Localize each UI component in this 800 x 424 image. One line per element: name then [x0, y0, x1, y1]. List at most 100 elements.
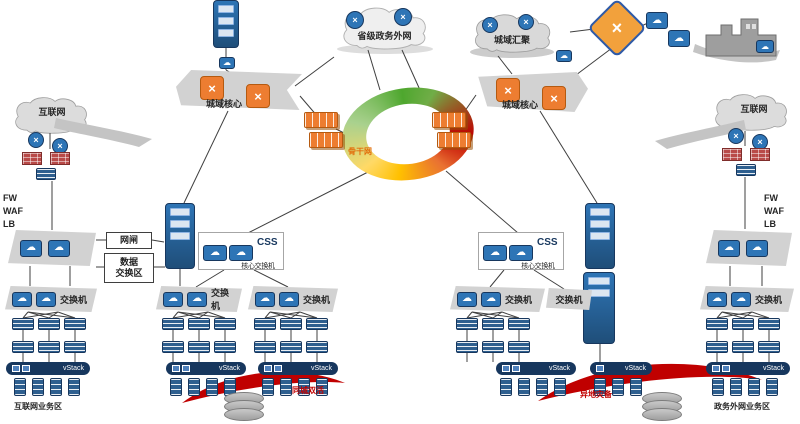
cloud-switch-icon: ☁	[203, 245, 227, 261]
switch-icon	[64, 341, 86, 353]
switch-icon	[706, 341, 728, 353]
vstack-node	[502, 365, 510, 372]
metro-core-band-left	[176, 70, 302, 110]
vstack-node	[182, 365, 190, 372]
cloud-switch-icon: ☁	[12, 291, 32, 307]
vstack-label: vStack	[762, 365, 784, 372]
server-icon	[500, 378, 512, 396]
vstack-node	[722, 365, 730, 372]
cloud-switch-icon: ☁	[481, 291, 501, 307]
switch-icon	[508, 318, 530, 330]
css-label: CSS	[537, 237, 558, 248]
core-switch-css-box-left: ☁ ☁ CSS 核心交换机	[198, 232, 284, 270]
transport-card-icon	[309, 132, 343, 148]
vstack-label: vStack	[62, 365, 84, 372]
cloud-switch-icon: ☁	[756, 40, 774, 53]
metro-aggregation-label: 城域汇聚	[493, 35, 530, 45]
switch-banner-label: 交换机	[505, 294, 533, 305]
router-puck-icon: ×	[482, 17, 498, 33]
switch-icon	[736, 164, 756, 176]
firewall-icon	[750, 148, 770, 161]
router-icon: ×	[496, 78, 520, 102]
switch-icon	[188, 318, 210, 330]
router-icon: ×	[542, 86, 566, 110]
switch-icon	[456, 318, 478, 330]
vstack-label: vStack	[218, 365, 240, 372]
transport-card-icon	[432, 112, 466, 128]
switch-banner-label: 交换机	[303, 294, 331, 305]
css-label: CSS	[257, 237, 278, 248]
cloud-switch-icon: ☁	[746, 239, 768, 257]
switch-icon	[732, 318, 754, 330]
server-icon	[50, 378, 62, 396]
server-icon	[554, 378, 566, 396]
vstack-label: vStack	[624, 365, 646, 372]
red-dr-arc-right	[538, 363, 762, 401]
switch-icon	[758, 341, 780, 353]
server-icon	[518, 378, 530, 396]
vstack-node	[12, 365, 20, 372]
vstack-node	[172, 365, 180, 372]
switch-icon	[456, 341, 478, 353]
tower-module	[590, 220, 610, 228]
cloud-switch-icon: ☁	[20, 239, 42, 257]
server-icon	[630, 378, 642, 396]
switch-banner-label: 交换机	[755, 294, 783, 305]
switch-banner: 交换机	[546, 288, 592, 310]
cloud-switch-icon: ☁	[36, 291, 56, 307]
tower-module	[218, 17, 234, 25]
tower-module	[590, 208, 610, 216]
tower-module	[170, 208, 190, 216]
provincial-extranet-label: 省级政务外网	[357, 31, 412, 41]
router-icon: ×	[246, 84, 270, 108]
cloud-switch-icon: ☁	[731, 291, 751, 307]
router-puck-icon: ×	[28, 132, 44, 148]
zone-label-right: 政务外网业务区	[714, 402, 770, 411]
core-switch-label: 核心交换机	[521, 263, 555, 270]
server-icon	[316, 378, 328, 396]
cloud-switch-icon: ☁	[163, 291, 183, 307]
vstack-node	[596, 365, 604, 372]
tower-module	[170, 220, 190, 228]
vstack-bar: vStack	[706, 362, 790, 375]
switch-icon	[758, 318, 780, 330]
switch-icon	[38, 341, 60, 353]
server-icon	[730, 378, 742, 396]
switch-icon	[280, 318, 302, 330]
security-banner-left: ☁ ☁	[8, 230, 96, 266]
server-icon	[766, 378, 778, 396]
switch-icon	[482, 318, 504, 330]
vstack-node	[712, 365, 720, 372]
tower-module	[588, 277, 610, 285]
switch-banner: ☁ ☁ 交换机	[248, 286, 338, 312]
switch-icon	[162, 341, 184, 353]
building-window	[746, 24, 750, 29]
switch-icon	[188, 341, 210, 353]
vstack-bar: vStack	[166, 362, 246, 375]
cloud-switch-icon: ☁	[279, 291, 299, 307]
connector-lines	[29, 22, 763, 362]
security-banner-right: ☁ ☁	[706, 230, 792, 266]
gatekeeper-label: 网闸	[119, 235, 138, 246]
cloud-switch-icon: ☁	[556, 50, 572, 62]
switch-icon	[280, 341, 302, 353]
vstack-node	[274, 365, 282, 372]
gray-arrow-left	[54, 118, 152, 147]
router-puck-icon: ×	[346, 11, 364, 29]
transport-card-icon	[304, 112, 338, 128]
vstack-bar: vStack	[590, 362, 652, 375]
firewall-icon	[722, 148, 742, 161]
vstack-label: vStack	[548, 365, 570, 372]
switch-icon	[482, 341, 504, 353]
aggregation-tower-left	[165, 203, 195, 269]
switch-icon	[254, 341, 276, 353]
vstack-bar: vStack	[496, 362, 576, 375]
switch-icon	[732, 341, 754, 353]
cloud-switch-icon: ☁	[707, 291, 727, 307]
fw-label-left: FW	[3, 193, 17, 203]
core-switch-css-box-right: ☁ ☁ CSS 核心交换机	[478, 232, 564, 270]
server-icon	[262, 378, 274, 396]
server-icon	[224, 378, 236, 396]
waf-label-right: WAF	[764, 206, 784, 216]
